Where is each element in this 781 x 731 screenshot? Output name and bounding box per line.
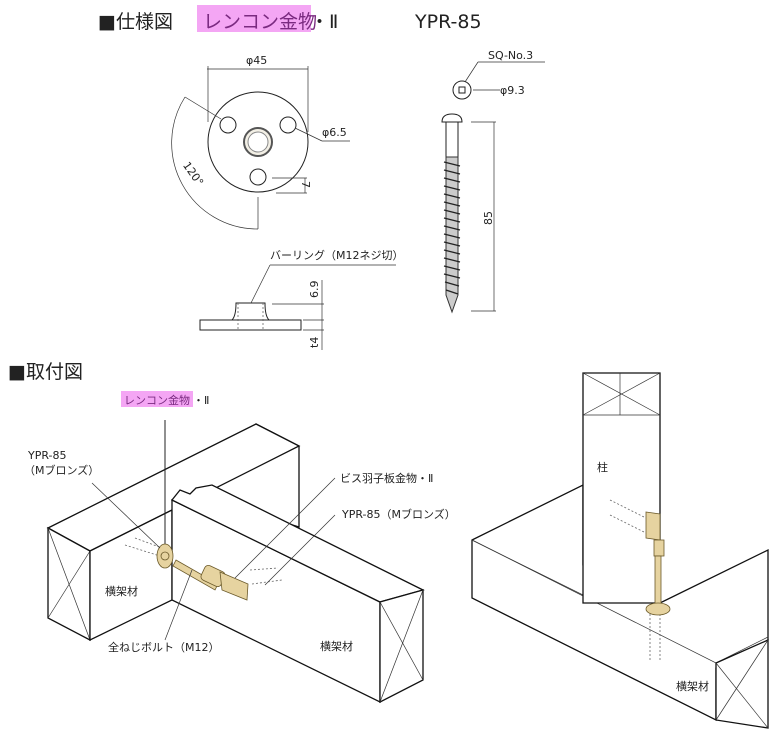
label-screw-right: YPR-85（Mブロンズ） [341,507,456,521]
dim-screw-length: 85 [482,211,495,225]
dim-hole: φ6.5 [322,126,347,139]
spec-product-name: レンコン金物 [203,11,317,33]
plate-top-view: φ45 φ6.5 120° 7 [171,54,350,230]
spec-product-suffix: ・Ⅱ [310,11,338,33]
beam-joint-drawing: YPR-85 （Mブロンズ） ビス羽子板金物・Ⅱ YPR-85（Mブロンズ） 全… [24,420,456,704]
dim-thickness: t4 [308,337,321,348]
spec-heading: ■仕様図 [98,11,173,33]
dim-angle: 120° [180,159,206,188]
label-beam-c: 横架材 [676,679,709,693]
install-product-highlight [121,391,193,407]
dim-offset: 7 [299,181,312,188]
dim-diameter: φ45 [246,54,267,67]
install-product-suffix: ・Ⅱ [193,394,209,407]
install-product-name: レンコン金物 [124,393,190,407]
dim-drive: SQ-No.3 [488,49,533,62]
dim-boss-height: 6.9 [308,281,321,299]
label-beam-b: 横架材 [320,639,353,653]
spec-screw-model: YPR-85 [414,11,482,33]
burring-label: バーリング（M12ネジ切） [270,248,404,262]
label-bracket: ビス羽子板金物・Ⅱ [340,471,433,485]
label-bolt: 全ねじボルト（M12） [108,640,220,654]
product-highlight [197,5,311,32]
label-screw-left-finish: （Mブロンズ） [24,463,99,477]
dim-head-diameter: φ9.3 [500,84,525,97]
screw-drawing: SQ-No.3 φ9.3 85 [441,49,545,314]
install-heading: ■取付図 [8,361,83,383]
label-beam-a: 横架材 [105,584,138,598]
column-beam-drawing: 柱 横架材 [471,372,769,729]
plate-side-view: バーリング（M12ネジ切） 6.9 t4 [199,248,404,350]
label-column: 柱 [597,460,608,474]
label-screw-left: YPR-85 [27,449,67,462]
